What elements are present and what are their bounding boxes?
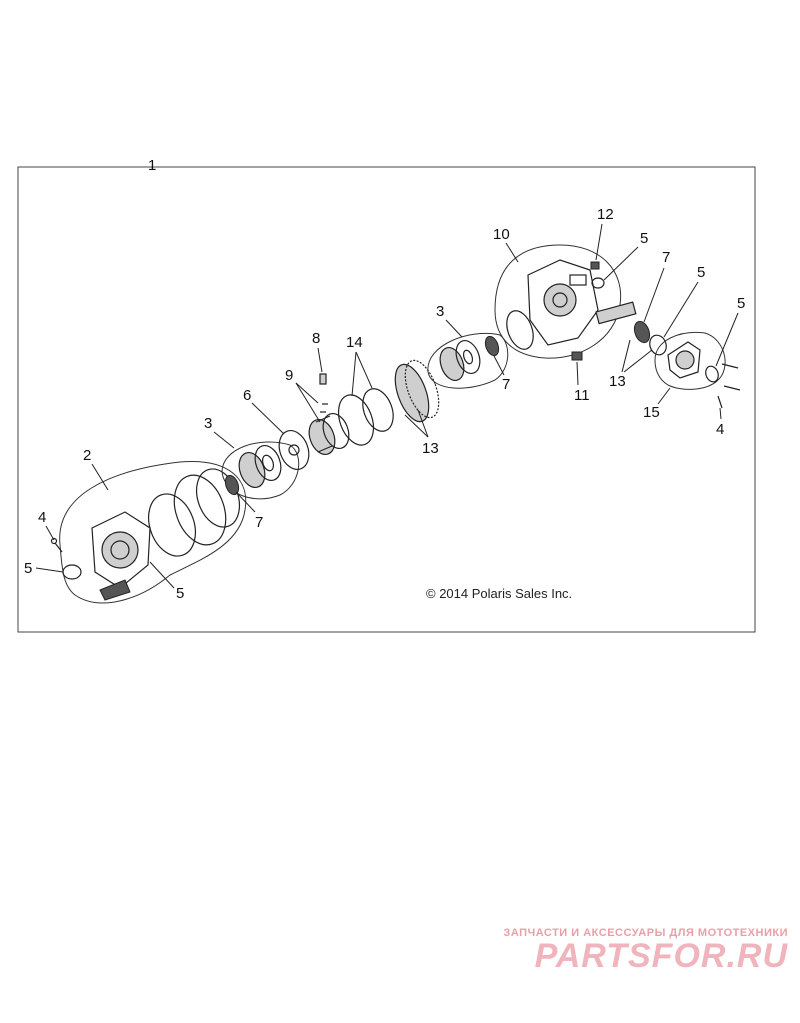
fill-plug-11 — [571, 351, 583, 361]
output-flange-15 — [667, 341, 701, 379]
seal-7-far-right — [633, 320, 651, 344]
callout-5-left: 5 — [24, 560, 32, 577]
seal-right-15 — [705, 365, 719, 383]
o-ring-14 — [362, 388, 394, 432]
callout-5-right-a: 5 — [697, 264, 705, 281]
seal-7-left — [224, 474, 240, 496]
pins-9 — [320, 403, 328, 413]
callout-9: 9 — [285, 367, 293, 384]
o-ring-13-right — [649, 334, 667, 356]
callout-13-mid: 13 — [422, 440, 439, 457]
watermark-tagline: ЗАПЧАСТИ И АКСЕССУАРЫ ДЛЯ МОТОТЕХНИКИ — [503, 927, 788, 939]
o-ring-5-top — [591, 277, 605, 289]
bearing-right — [439, 339, 481, 382]
callout-3-right: 3 — [436, 303, 444, 320]
pin-8 — [319, 373, 327, 385]
pinion-shaft — [595, 301, 637, 325]
seal-7-right — [484, 335, 500, 357]
spring-plate-6 — [278, 430, 310, 470]
roller-cage-9 — [308, 412, 350, 456]
callout-15: 15 — [643, 404, 660, 421]
diagram-frame — [17, 166, 756, 633]
callout-5-top: 5 — [640, 230, 648, 247]
watermark-logo: ЗАПЧАСТИ И АКСЕССУАРЫ ДЛЯ МОТОТЕХНИКИ PA… — [488, 927, 788, 976]
plug-12 — [590, 261, 600, 270]
callout-14: 14 — [346, 334, 363, 351]
group-bubble-3-right — [427, 332, 509, 389]
callout-5-mid: 5 — [176, 585, 184, 602]
o-ring-left — [62, 564, 82, 580]
callout-4-left: 4 — [38, 509, 46, 526]
front-cover — [91, 511, 151, 601]
bearing-cup — [506, 310, 534, 350]
callout-4-right: 4 — [716, 421, 724, 438]
callout-6: 6 — [243, 387, 251, 404]
callout-2: 2 — [83, 447, 91, 464]
gasket-ring-a — [148, 493, 196, 557]
callout-3-left: 3 — [204, 415, 212, 432]
gasket-ring-b — [173, 474, 227, 546]
ring-gear-13 — [394, 359, 440, 423]
callout-7-right-b: 7 — [662, 249, 670, 266]
callout-1: 1 — [148, 157, 156, 174]
callout-13-right: 13 — [609, 373, 626, 390]
main-housing-10 — [527, 259, 599, 346]
callout-12: 12 — [597, 206, 614, 223]
gasket-ring-c — [195, 468, 241, 528]
copyright-text: © 2014 Polaris Sales Inc. — [426, 586, 572, 601]
screw-left — [50, 537, 63, 553]
bolts-4-right — [717, 363, 741, 409]
armature-plate-14 — [337, 394, 375, 446]
callout-7-left: 7 — [255, 514, 263, 531]
callout-7-right-a: 7 — [502, 376, 510, 393]
callout-8: 8 — [312, 330, 320, 347]
callout-10: 10 — [493, 226, 510, 243]
group-bubble-2 — [59, 461, 247, 604]
group-bubble-15 — [654, 331, 726, 390]
callout-5-right-b: 5 — [737, 295, 745, 312]
callout-11: 11 — [574, 387, 590, 404]
watermark-brand: PARTSFOR.RU — [534, 937, 788, 975]
bearing-left — [238, 444, 282, 489]
